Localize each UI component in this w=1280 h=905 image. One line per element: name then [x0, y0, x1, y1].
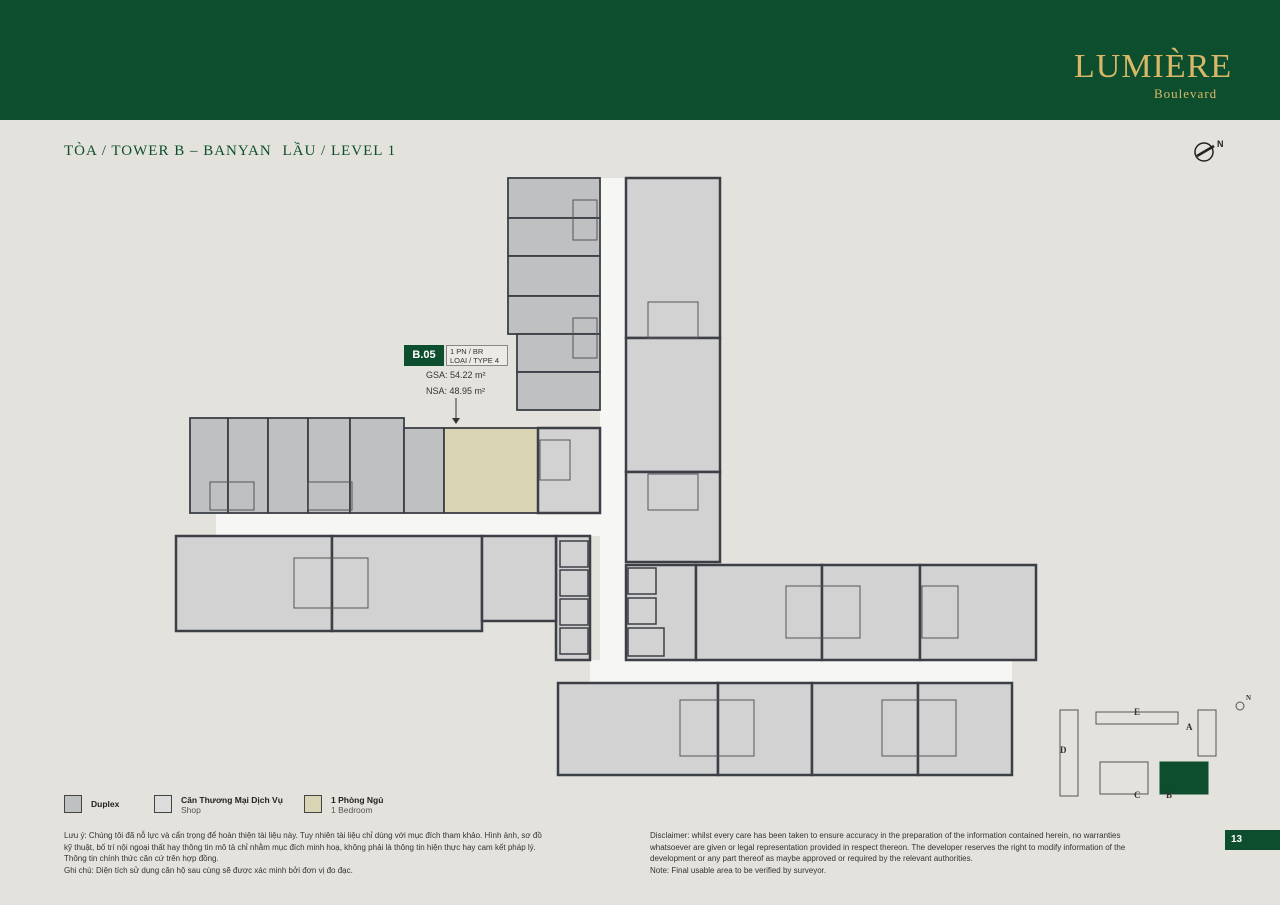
- unit-b05: [443, 427, 539, 514]
- legend-duplex: Duplex: [64, 795, 119, 813]
- building-core: [536, 426, 698, 662]
- key-label-b: B: [1166, 790, 1173, 800]
- page-title: TÒA / TOWER B – BANYAN LẦU / LEVEL 1: [64, 143, 402, 160]
- header-bar: [0, 0, 1280, 120]
- north-wing-units: [507, 177, 601, 411]
- key-label-d: D: [1060, 745, 1067, 755]
- notes-vietnamese: Lưu ý: Chúng tôi đã nỗ lực và cẩn trọng …: [64, 831, 542, 875]
- compass-icon: N: [1192, 138, 1232, 171]
- key-compass-label: N: [1246, 694, 1252, 702]
- west-wing-units: [189, 417, 539, 514]
- unit-type: 1 PN / BR LOẠI / TYPE 4: [446, 345, 508, 366]
- key-label-a: A: [1186, 722, 1193, 732]
- south-west-shops: [174, 534, 558, 633]
- legend-shop: Căn Thương Mại Dịch Vụ Shop: [154, 795, 283, 815]
- key-plan: [1059, 701, 1245, 797]
- corridor-vertical: [600, 178, 626, 683]
- corridor-south: [590, 660, 1012, 683]
- east-shops: [694, 563, 1038, 662]
- compass-label: N: [1217, 139, 1224, 149]
- page-number: 13: [1225, 830, 1280, 850]
- legend-swatch: [154, 795, 172, 813]
- key-label-c: C: [1134, 790, 1141, 800]
- unit-nsa: NSA: 48.95 m²: [426, 386, 486, 396]
- south-shops: [556, 681, 1014, 777]
- unit-badge: B.05: [404, 345, 444, 366]
- brand-logo-sub: Boulevard: [1154, 86, 1218, 101]
- unit-gsa: GSA: 54.22 m²: [426, 370, 486, 380]
- key-label-e: E: [1134, 707, 1141, 717]
- corridor-west: [216, 513, 616, 536]
- legend-1br: 1 Phòng Ngủ 1 Bedroom: [304, 795, 383, 815]
- tower-title: TÒA / TOWER B – BANYAN: [64, 143, 272, 159]
- level-title: LẦU / LEVEL 1: [282, 143, 397, 159]
- legend-swatch: [304, 795, 322, 813]
- brand-logo: LUMIÈRE: [1074, 48, 1233, 85]
- notes-english: Disclaimer: whilst every care has been t…: [650, 831, 1126, 875]
- legend-swatch: [64, 795, 82, 813]
- north-east-shops: [624, 176, 722, 564]
